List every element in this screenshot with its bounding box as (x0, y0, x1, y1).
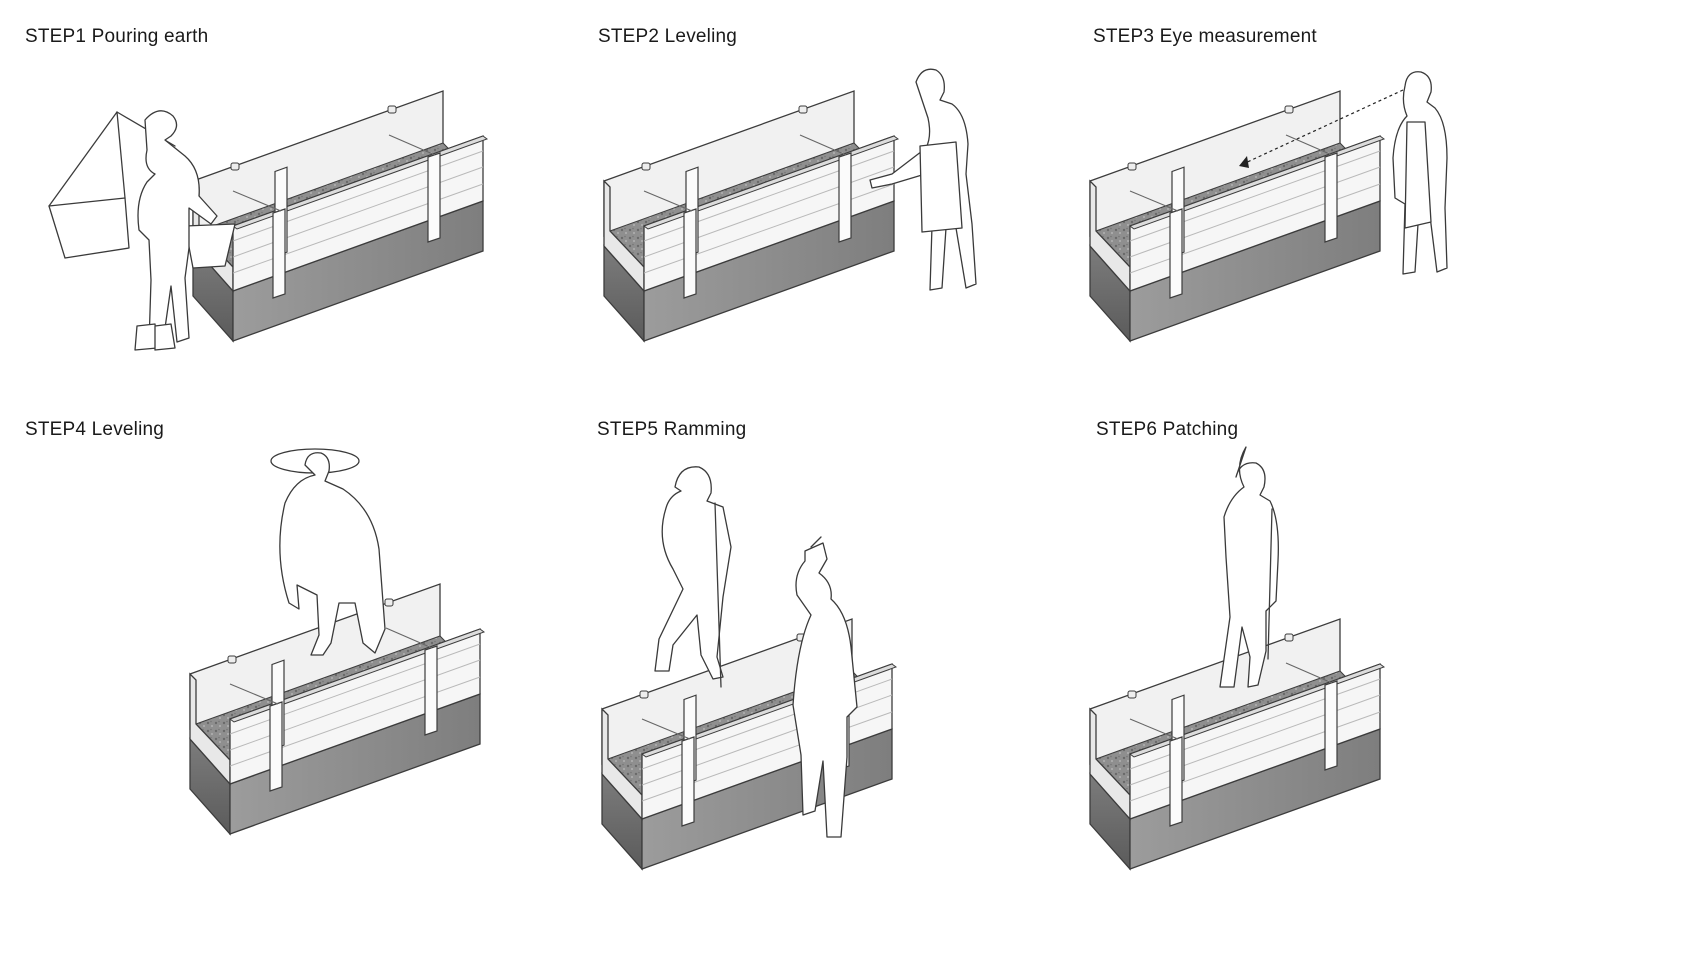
patching-figure (1219, 446, 1279, 688)
leaning-figure (869, 68, 977, 291)
step-panel-2: STEP2 Leveling (598, 26, 1118, 456)
sight-line (1242, 89, 1404, 165)
person-sighting-wall-icon (1089, 71, 1448, 342)
person-standing-with-pole-icon (1089, 446, 1385, 870)
carrier-figure (48, 110, 236, 351)
step-title: STEP3 Eye measurement (1093, 26, 1317, 47)
step-panel-5: STEP5 Ramming (597, 419, 1117, 870)
step-title: STEP6 Patching (1096, 419, 1239, 440)
two-people-ramming-icon (601, 466, 897, 870)
rammer-figure-right (792, 536, 858, 838)
walking-figure (270, 448, 386, 656)
step-title: STEP5 Ramming (597, 419, 747, 440)
person-leaning-on-formwork-icon (603, 68, 977, 342)
step-panel-4: STEP4 Leveling (25, 419, 545, 849)
step-panel-6: STEP6 Patching (1089, 419, 1616, 870)
person-walking-on-wall-icon (189, 448, 485, 835)
step-panel-3: STEP3 Eye measurement (1089, 26, 1613, 456)
step-title: STEP2 Leveling (598, 26, 738, 47)
step-panel-1: STEP1 Pouring earth (25, 26, 545, 456)
rammer-figure-left (654, 466, 732, 688)
person-carrying-baskets-icon (48, 90, 488, 351)
step-title: STEP4 Leveling (25, 419, 165, 440)
sight-arrow-icon (1239, 156, 1249, 168)
step-title: STEP1 Pouring earth (25, 26, 209, 47)
sighting-figure (1392, 71, 1448, 275)
